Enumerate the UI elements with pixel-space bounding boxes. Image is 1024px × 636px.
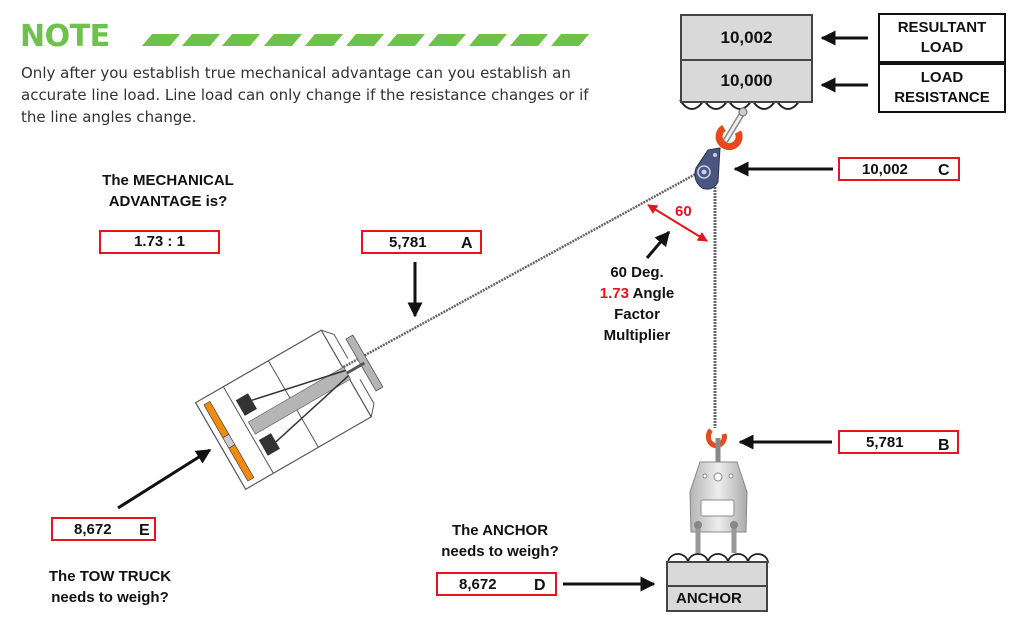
anchor-question-line2: needs to weigh? — [441, 543, 559, 560]
anchor-hook-icon — [705, 428, 727, 449]
ma-question-line1: The MECHANICAL — [102, 172, 234, 189]
callout-d-value: 8,672 — [459, 576, 497, 593]
callout-b-letter: B — [938, 437, 950, 454]
angle-line2: 1.73 Angle — [582, 283, 692, 304]
mechanical-advantage-answer-box: 1.73 : 1 — [99, 230, 220, 254]
angle-factor-value: 1.73 — [599, 285, 629, 302]
note-title: NOTE — [20, 19, 110, 54]
anchor-block-top — [666, 561, 768, 587]
note-body: Only after you establish true mechanical… — [21, 64, 589, 126]
angle-line4: Multiplier — [603, 327, 671, 344]
anchor-label: ANCHOR — [676, 590, 742, 607]
angle-degrees-label: 60 — [675, 203, 692, 220]
callout-c: 10,002 C — [838, 157, 960, 181]
callout-b-value: 5,781 — [866, 434, 904, 451]
pulley-block-icon — [694, 147, 721, 190]
callout-d-letter: D — [534, 577, 546, 594]
callout-b: 5,781 B — [838, 430, 959, 454]
rope-to-truck — [337, 168, 704, 372]
callout-a-value: 5,781 — [389, 234, 427, 251]
resultant-load-label: RESULTANT LOAD — [878, 13, 1006, 63]
mechanical-advantage-question: The MECHANICAL ADVANTAGE is? — [78, 170, 258, 212]
resultant-load-value: 10,002 — [720, 28, 773, 47]
resultant-load-value-box: 10,002 — [680, 14, 813, 62]
callout-e-letter: E — [139, 522, 150, 539]
resistance-label-line2: RESISTANCE — [894, 89, 990, 106]
resistance-label-line1: LOAD — [920, 69, 964, 86]
anchor-question-line1: The ANCHOR — [451, 522, 549, 539]
callout-e: 8,672 E — [51, 517, 156, 541]
callout-c-letter: C — [938, 162, 950, 179]
tow-truck-question-line1: The TOW TRUCK — [48, 568, 172, 585]
angle-measure-arrow — [647, 204, 708, 242]
callout-c-value: 10,002 — [862, 161, 908, 178]
tow-truck-icon — [194, 329, 384, 491]
tow-truck-question: The TOW TRUCK needs to weigh? — [20, 566, 200, 608]
load-resistance-value: 10,000 — [720, 71, 773, 90]
mechanical-advantage-answer: 1.73 : 1 — [134, 233, 185, 250]
tow-truck-question-line2: needs to weigh? — [51, 589, 169, 606]
note-stripes — [142, 34, 589, 46]
arrow-e — [117, 448, 212, 510]
resultant-label-line1: RESULTANT — [897, 19, 987, 36]
angle-line3: Factor — [614, 306, 660, 323]
resultant-label-line2: LOAD — [920, 39, 964, 56]
anchor-pulley-icon — [689, 438, 748, 553]
callout-a-letter: A — [461, 235, 473, 252]
angle-factor-text: 60 Deg. 1.73 Angle Factor Multiplier — [582, 262, 692, 346]
angle-line2-rest: Angle — [628, 285, 675, 302]
load-resistance-value-box: 10,000 — [680, 59, 813, 103]
callout-a: 5,781 A — [361, 230, 482, 254]
anchor-block-label: ANCHOR — [666, 585, 768, 612]
anchor-question: The ANCHOR needs to weigh? — [410, 520, 590, 562]
top-shackle-icon — [715, 107, 748, 151]
anchor-rigging-loops — [667, 553, 769, 564]
angle-line1: 60 Deg. — [610, 264, 664, 281]
load-resistance-label: LOAD RESISTANCE — [878, 63, 1006, 113]
callout-d: 8,672 D — [436, 572, 557, 596]
angle-pointer-arrow — [645, 230, 671, 259]
ma-question-line2: ADVANTAGE is? — [108, 193, 228, 210]
callout-e-value: 8,672 — [74, 521, 112, 538]
